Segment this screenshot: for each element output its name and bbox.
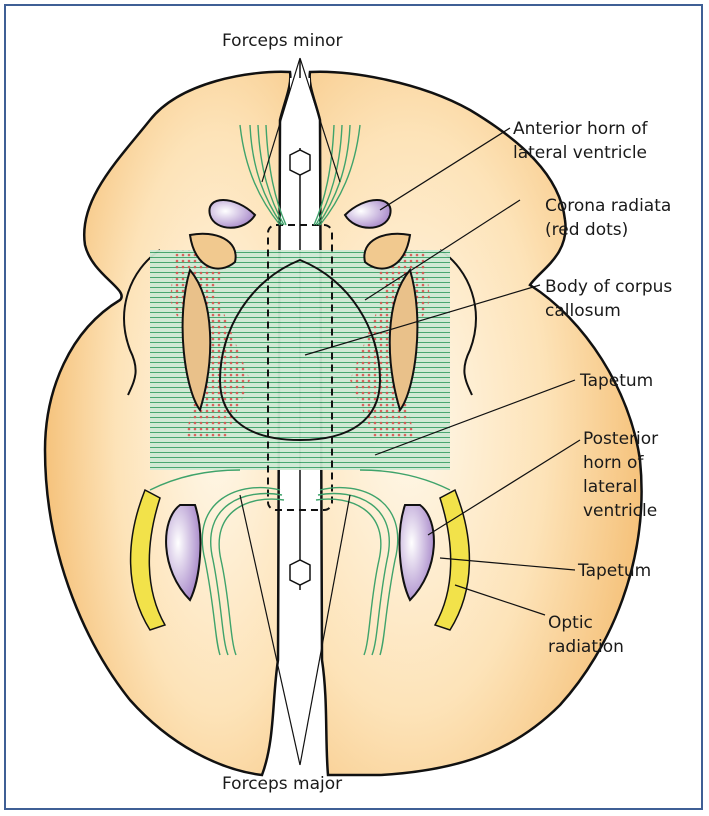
label-corona-radiata-line2: (red dots)	[545, 219, 628, 241]
label-posterior-horn-line1: Posterior	[583, 428, 658, 450]
label-optic-radiation-line2: radiation	[548, 636, 624, 658]
label-tapetum-upper: Tapetum	[580, 370, 653, 392]
label-posterior-horn-line2: horn of	[583, 452, 643, 474]
label-body-corpus-line2: callosum	[545, 300, 621, 322]
label-anterior-horn-line2: lateral ventricle	[513, 142, 647, 164]
label-body-corpus-line1: Body of corpus	[545, 276, 672, 298]
label-forceps-major: Forceps major	[222, 773, 342, 795]
label-anterior-horn-line1: Anterior horn of	[513, 118, 647, 140]
label-tapetum-lower: Tapetum	[578, 560, 651, 582]
label-forceps-minor: Forceps minor	[222, 30, 343, 52]
label-posterior-horn-line3: lateral	[583, 476, 637, 498]
label-posterior-horn-line4: ventricle	[583, 500, 657, 522]
label-corona-radiata-line1: Corona radiata	[545, 195, 671, 217]
label-optic-radiation-line1: Optic	[548, 612, 593, 634]
